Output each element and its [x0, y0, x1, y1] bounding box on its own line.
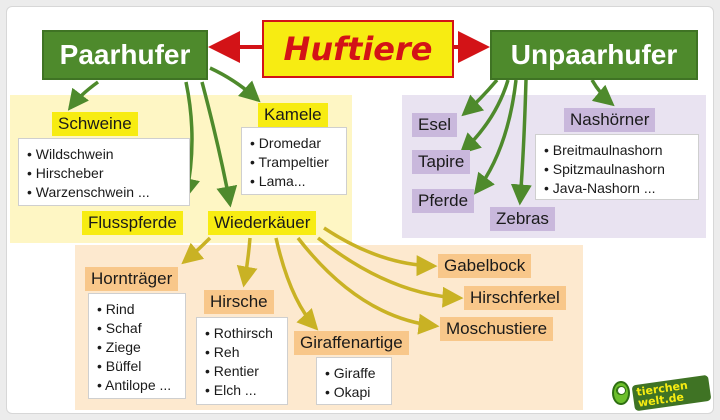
list-item: Warzenschwein ... — [27, 183, 181, 202]
tierchenwelt-logo: tierchen welt.de — [612, 374, 712, 412]
arrow-to-kamele — [209, 66, 261, 103]
arrow-to-schweine — [67, 80, 100, 111]
list-item: Antilope ... — [97, 376, 177, 395]
node-horntraeger: Hornträger — [85, 267, 179, 291]
list-kamele: Dromedar Trampeltier Lama... — [241, 127, 347, 195]
frog-icon — [612, 381, 630, 405]
arrow-to-pferde — [473, 79, 518, 195]
arrow-to-giraffenartige — [274, 237, 319, 331]
node-nashoerner: Nashörner — [564, 108, 656, 132]
list-item: Spitzmaulnashorn — [544, 160, 690, 179]
arrow-to-wiederkaeuer — [200, 81, 238, 208]
list-item: Trampeltier — [250, 153, 338, 172]
node-giraffenartige: Giraffenartige — [294, 331, 409, 355]
node-paarhufer: Paarhufer — [42, 30, 208, 80]
arrow-to-zebras — [510, 79, 532, 206]
arrow-to-hirsche — [236, 237, 258, 288]
list-item: Giraffe — [325, 364, 383, 383]
list-item: Ziege — [97, 338, 177, 357]
list-nashoerner: Breitmaulnashorn Spitzmaulnashorn Java-N… — [535, 134, 699, 200]
list-item: Reh — [205, 343, 279, 362]
list-giraffenartige: Giraffe Okapi — [316, 357, 392, 405]
arrow-to-horntraeger — [181, 236, 212, 265]
list-item: Dromedar — [250, 134, 338, 153]
node-esel: Esel — [412, 113, 458, 137]
node-unpaarhufer: Unpaarhufer — [490, 30, 698, 80]
arrow-to-hirschferkel — [316, 236, 464, 308]
node-kamele: Kamele — [258, 103, 328, 127]
list-item: Elch ... — [205, 381, 279, 400]
list-item: Wildschwein — [27, 145, 181, 164]
node-pferde: Pferde — [412, 189, 475, 213]
logo-text: tierchen welt.de — [631, 374, 712, 412]
list-item: Hirscheber — [27, 164, 181, 183]
arrow-to-moschustiere — [296, 236, 440, 335]
list-item: Rothirsch — [205, 324, 279, 343]
arrow-to-gabelbock — [323, 226, 438, 277]
list-item: Java-Nashorn ... — [544, 179, 690, 198]
node-moschustiere: Moschustiere — [440, 317, 554, 341]
node-schweine: Schweine — [52, 112, 138, 136]
arrow-to-tapire — [459, 79, 510, 155]
arrow-to-nashoerner — [590, 79, 615, 107]
list-hirsche: Rothirsch Reh Rentier Elch ... — [196, 317, 288, 405]
list-horntraeger: Rind Schaf Ziege Büffel Antilope ... — [88, 293, 186, 399]
node-hirschferkel: Hirschferkel — [464, 286, 566, 310]
list-item: Büffel — [97, 357, 177, 376]
list-item: Lama... — [250, 172, 338, 191]
list-item: Rentier — [205, 362, 279, 381]
arrow-to-esel — [461, 78, 499, 117]
list-schweine: Wildschwein Hirscheber Warzenschwein ... — [18, 138, 190, 206]
list-item: Schaf — [97, 319, 177, 338]
node-flusspferde: Flusspferde — [82, 211, 183, 235]
title-huftiere: Huftiere — [262, 20, 454, 78]
node-wiederkaeuer: Wiederkäuer — [208, 211, 317, 235]
list-item: Rind — [97, 300, 177, 319]
list-item: Okapi — [325, 383, 383, 402]
node-gabelbock: Gabelbock — [438, 254, 532, 278]
node-hirsche: Hirsche — [204, 290, 274, 314]
node-zebras: Zebras — [490, 207, 555, 231]
list-item: Breitmaulnashorn — [544, 141, 690, 160]
node-tapire: Tapire — [412, 150, 471, 174]
